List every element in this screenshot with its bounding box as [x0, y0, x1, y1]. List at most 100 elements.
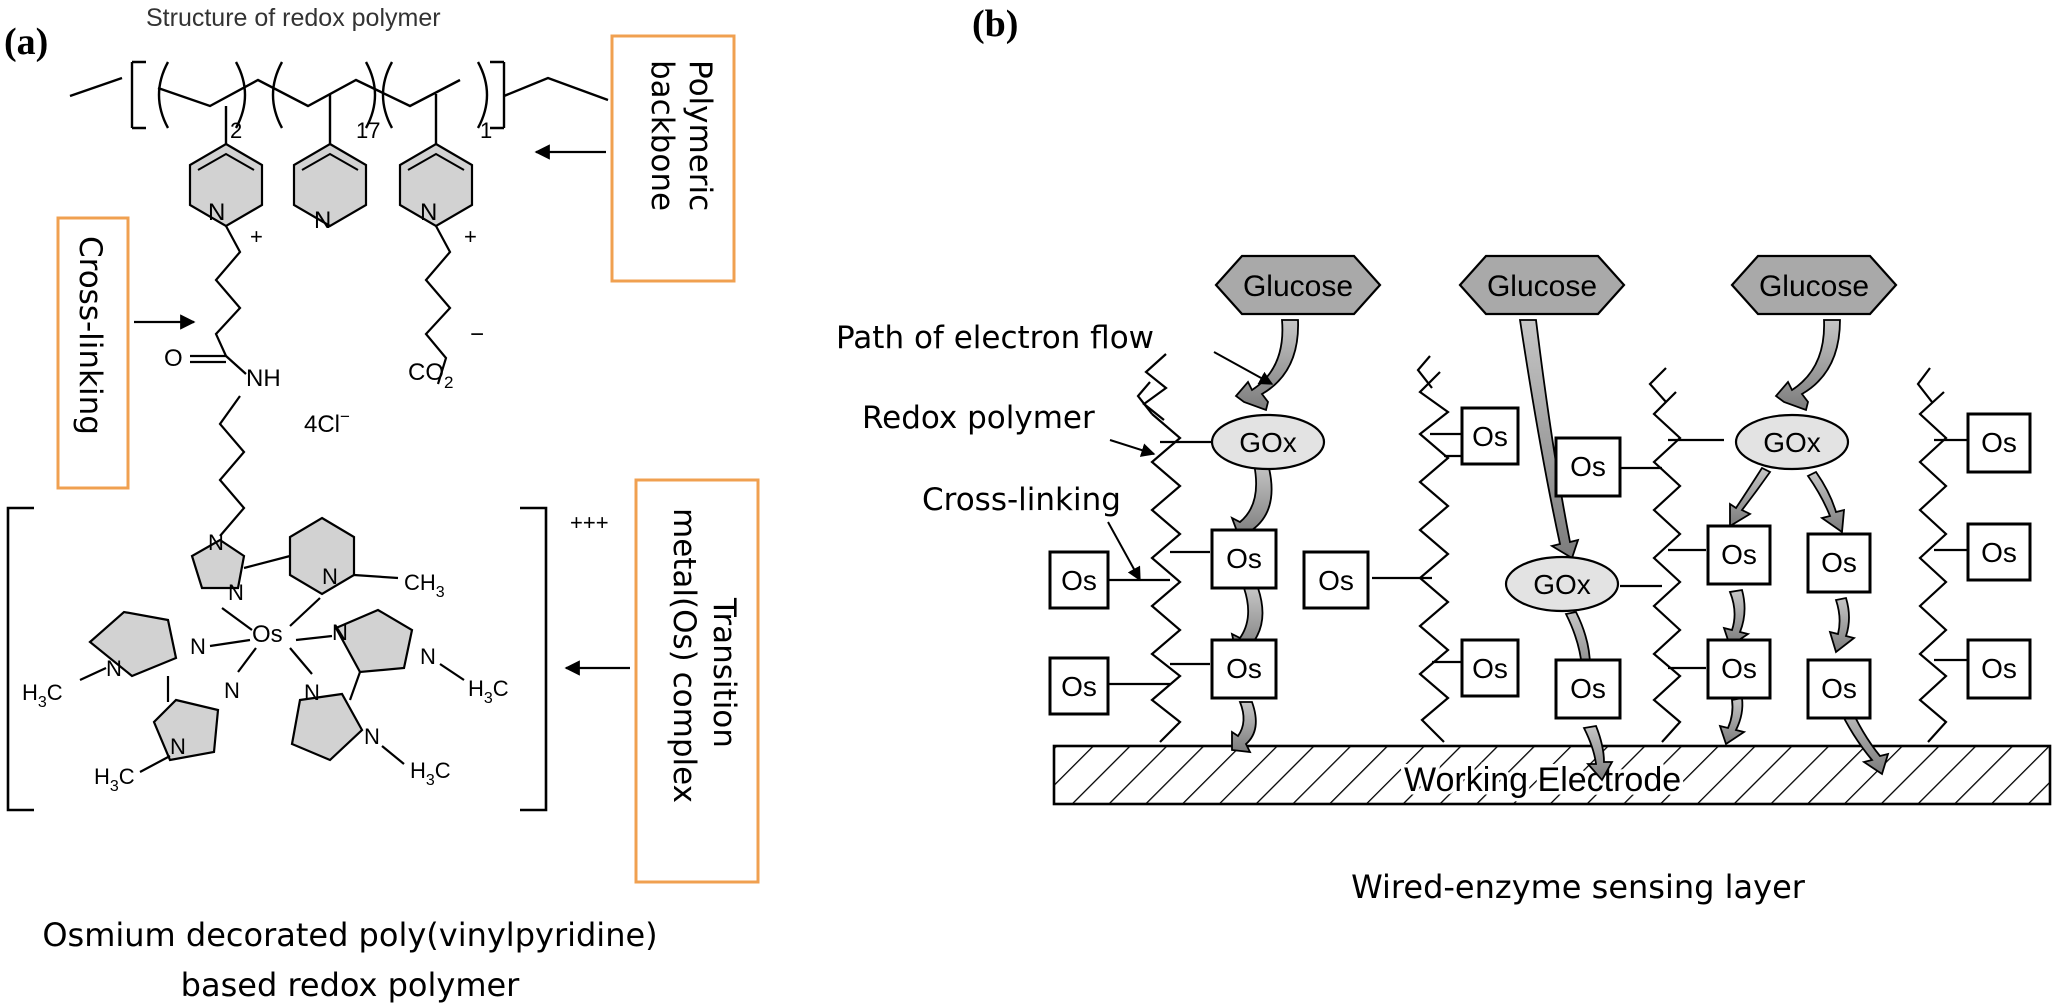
label-cross-linking: Cross-linking [922, 482, 1121, 518]
panel-b-label: (b) [972, 3, 1018, 45]
atom-h3c-right-2: H3C [410, 758, 451, 789]
svg-text:Os: Os [1721, 539, 1757, 570]
charge-plus-1: + [250, 224, 263, 249]
methyl-bond [353, 573, 399, 580]
os-box-9: Os [1554, 436, 1622, 498]
svg-text:Os: Os [1721, 653, 1757, 684]
glucose-hexagon-3: Glucose [1730, 254, 1898, 316]
atom-n-left-4: N [170, 734, 186, 759]
os-box-5: Os [1460, 406, 1520, 466]
svg-text:Os: Os [1981, 653, 2017, 684]
callout-metal-line-2: metal(Os) complex [666, 508, 702, 803]
svg-text:Os: Os [1318, 565, 1354, 596]
glucose-hexagon-2: Glucose [1458, 254, 1626, 316]
biaryl-bond [243, 554, 291, 570]
gox-label-3: GOx [1763, 427, 1821, 458]
svg-text:Os: Os [1981, 427, 2017, 458]
glucose-label-2: Glucose [1487, 270, 1597, 303]
os-box-2: Os [1210, 638, 1278, 700]
atom-n-right-2: N [420, 644, 436, 669]
os-box-8: Os [1554, 658, 1622, 720]
callout-metal-line-1: Transition [706, 597, 742, 748]
callout-backbone-line-2: backbone [644, 60, 680, 211]
svg-text:Os: Os [1981, 537, 2017, 568]
os-box-1: Os [1210, 528, 1278, 590]
pointer-electron-flow [1213, 351, 1274, 385]
os-box-15: Os [1966, 522, 2032, 582]
svg-text:Os: Os [1570, 451, 1606, 482]
methyl-bond-right-2 [381, 745, 405, 765]
gox-enzyme-3: GOx [1734, 413, 1850, 471]
atom-n-methylpyridine: N [322, 564, 338, 589]
os-box-13: Os [1806, 658, 1872, 720]
svg-text:Os: Os [1821, 673, 1857, 704]
panel-a-label: (a) [4, 21, 48, 63]
atom-os: Os [252, 621, 283, 648]
callout-crosslink-text: Cross-linking [72, 236, 108, 435]
pyridine-ring-2 [292, 142, 368, 228]
bi-imidazole-right [290, 608, 414, 762]
atom-n-right-4: N [364, 724, 380, 749]
callout-cross-linking: Cross-linking [56, 216, 130, 490]
complex-bracket-left [6, 506, 34, 812]
panel-a-caption-line-2: based redox polymer [181, 966, 521, 1004]
atom-n-right-1: N [332, 620, 348, 645]
atom-n-ring-1: N [208, 199, 225, 226]
os-box-12: Os [1706, 638, 1772, 700]
methylpyridine-ring [288, 516, 356, 596]
gox-enzyme-2: GOx [1504, 555, 1620, 613]
polymer-backbone [69, 60, 609, 144]
atom-n-left-3: N [224, 678, 240, 703]
os-box-14: Os [1966, 412, 2032, 474]
gox-enzyme-1: GOx [1210, 413, 1326, 471]
svg-text:Os: Os [1821, 547, 1857, 578]
callout-backbone-line-1: Polymeric [682, 60, 718, 211]
pointer-cross-linking [1107, 521, 1141, 582]
atom-o: O [164, 345, 183, 372]
svg-text:Os: Os [1226, 653, 1262, 684]
atom-n-left-1: N [190, 634, 206, 659]
gox-label-2: GOx [1533, 569, 1591, 600]
electrode-label: Working Electrode [1404, 761, 1681, 799]
os-box-11: Os [1806, 532, 1872, 594]
crosslinker-chain-upper [214, 225, 242, 357]
subscript-2: 2 [230, 118, 242, 143]
carboxylate-chain [424, 225, 452, 385]
panel-a-header: Structure of redox polymer [146, 4, 441, 32]
pyridine-ring-1 [188, 142, 264, 228]
os-mediators: Os Os Os Os Os Os Os Os Os Os Os Os Os O… [1048, 406, 2032, 720]
imidazole-ring-top [190, 538, 246, 590]
os-box-3: Os [1048, 550, 1110, 610]
crosslinker-chain-lower [218, 395, 246, 537]
polymer-chains [1136, 353, 1948, 743]
pointer-redox-polymer [1109, 439, 1156, 457]
glucose-label-1: Glucose [1243, 270, 1353, 303]
subscript-1: 1 [480, 118, 492, 143]
panel-a: (a) Structure of redox polymer 2 17 1 [4, 4, 760, 1004]
atom-n-left-2: N [106, 656, 122, 681]
panel-b-caption: Wired-enzyme sensing layer [1351, 868, 1806, 906]
svg-text:Os: Os [1061, 671, 1097, 702]
complex-charge: +++ [570, 510, 609, 535]
svg-text:Os: Os [1061, 565, 1097, 596]
callout-polymeric-backbone: Polymeric backbone [610, 34, 736, 283]
svg-text:Os: Os [1226, 543, 1262, 574]
charge-minus: − [470, 321, 484, 348]
callout-transition-metal: Transition metal(Os) complex [634, 478, 760, 884]
amide-bond [225, 355, 247, 375]
electron-flow-arrows [1230, 319, 1890, 782]
svg-text:Os: Os [1472, 421, 1508, 452]
atom-n-right-3: N [304, 680, 320, 705]
panel-a-caption-line-1: Osmium decorated poly(vinylpyridine) [42, 916, 657, 954]
panel-b: (b) Working Electrode [836, 3, 2052, 906]
os-box-7: Os [1460, 638, 1520, 698]
svg-text:Os: Os [1570, 673, 1606, 704]
label-redox-polymer: Redox polymer [862, 400, 1095, 436]
atom-nh: NH [246, 365, 281, 392]
charge-plus-2: + [464, 224, 477, 249]
atom-n-ring-2: N [314, 207, 331, 234]
atom-ch3: CH3 [404, 570, 445, 601]
os-box-10: Os [1706, 524, 1772, 586]
gox-label-1: GOx [1239, 427, 1297, 458]
